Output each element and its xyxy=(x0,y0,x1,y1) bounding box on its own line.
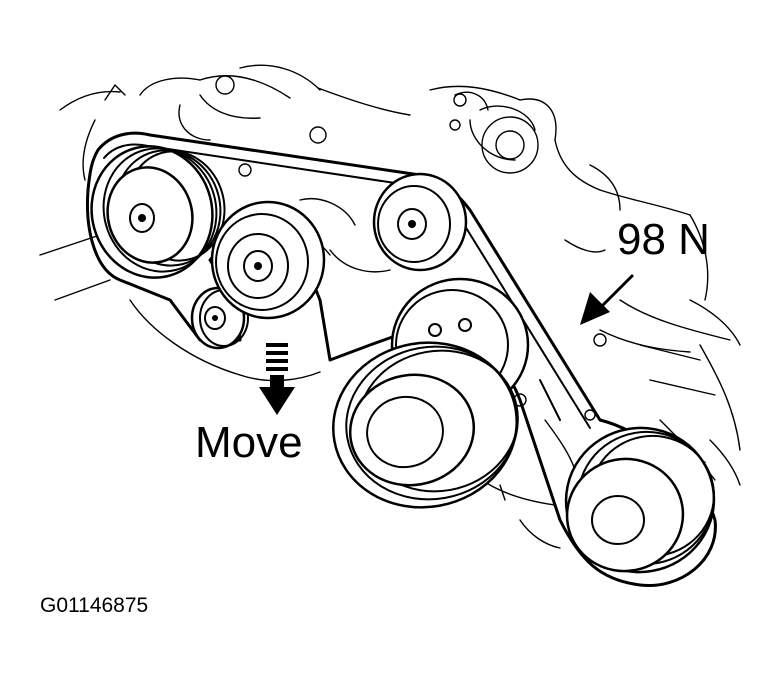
upper-idler-pulley xyxy=(372,172,468,272)
figure-code: G01146875 xyxy=(40,594,148,617)
crankshaft-pulley xyxy=(332,341,519,509)
lower-right-pulley xyxy=(564,426,716,574)
tensioner-pulley xyxy=(210,200,326,320)
move-arrow xyxy=(259,343,295,415)
move-label: Move xyxy=(195,418,303,467)
left-large-pulley xyxy=(90,145,226,279)
force-label: 98 N xyxy=(617,215,710,264)
force-arrow xyxy=(580,274,634,325)
